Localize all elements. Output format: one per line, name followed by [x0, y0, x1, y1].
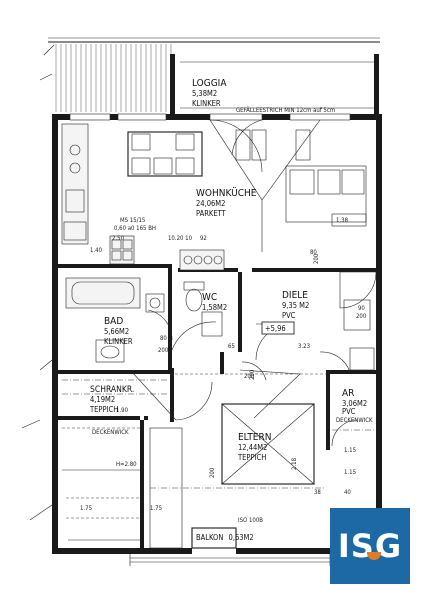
dim-200d: 200: [249, 369, 256, 380]
loggia-doors: [209, 119, 321, 252]
eltern-area: 12,44M2: [238, 443, 267, 452]
schrankr-floor: TEPPICH: [89, 405, 118, 414]
dim-115a: 1.15: [344, 447, 356, 454]
toilet: [147, 281, 223, 351]
dim-1020: 10.20 10: [168, 235, 193, 242]
bad-name: BAD: [104, 316, 123, 327]
dim-115b: 1.15: [344, 469, 356, 476]
dim-200b: 200: [356, 313, 367, 320]
dim-200a: 200: [313, 253, 320, 264]
loggia-area: 5,38M2: [192, 89, 217, 98]
isg-logo-accent: [367, 552, 381, 560]
loggia-note: GEFÄLLEESTRICH MIN 12cm auf 5cm: [236, 107, 335, 114]
wohnkueche-area: 24,06M2: [196, 199, 225, 208]
wohnkueche-note1: MS 15/15: [120, 217, 145, 224]
dim-200c: 200: [158, 347, 169, 354]
dim-200f: 200: [244, 373, 255, 380]
diele-level: +5,96: [265, 324, 286, 333]
deckenwick-1: DECKENWICK: [92, 429, 129, 436]
bed: [149, 369, 326, 549]
eltern-name: ELTERN: [238, 432, 271, 443]
ar-name: AR: [342, 388, 354, 399]
wc-area: 1,58M2: [202, 303, 227, 312]
stove: [179, 249, 225, 271]
height-280: H=2.80: [116, 461, 137, 468]
dimension-labels: 1.38 1.40 2.50 10.20 10 92 200 80 90 200…: [80, 217, 373, 524]
balkon-label: BALKON 0,63M2: [196, 533, 254, 542]
dim-218: 2.18: [291, 457, 298, 470]
loggia-name: LOGGIA: [192, 78, 227, 89]
diele-name: DIELE: [282, 290, 308, 301]
dim-iso: ISO 100B: [238, 517, 263, 524]
ar-floor: PVC: [342, 407, 356, 416]
wohnkueche-floor: PARKETT: [196, 209, 227, 218]
diele-floor: PVC: [282, 311, 296, 320]
dim-200e: 200: [209, 467, 216, 478]
dim-250: 2.50: [112, 235, 125, 242]
dim-80a: 80: [310, 249, 317, 256]
dim-65: 65: [228, 343, 235, 350]
eltern-floor: TEPPICH: [237, 453, 266, 462]
ar-area: 3,06M2: [342, 399, 367, 408]
wohnkueche-name: WOHNKÜCHE: [196, 186, 257, 199]
dim-175b: 1.75: [150, 505, 162, 512]
dim-90: 90: [358, 305, 365, 312]
room-labels: LOGGIA 5,38M2 KLINKER GEFÄLLEESTRICH MIN…: [89, 78, 367, 542]
dim-323: 3.23: [298, 343, 310, 350]
dim-138: 1.38: [336, 217, 349, 224]
loggia-floor: KLINKER: [192, 99, 221, 108]
dim-175a: 1.75: [80, 505, 92, 512]
balkon-area: 0,63M2: [229, 533, 254, 542]
wohnkueche-note2: 0,60 a0 165 BH: [114, 225, 156, 232]
schrankr-area: 4,19M2: [90, 395, 115, 404]
deckenwick-2: DECKENWICK: [336, 417, 373, 424]
dining-table: [127, 131, 203, 177]
loggia-railing: [39, 37, 380, 112]
schrankraum: [62, 371, 213, 429]
bad-area: 5,66M2: [104, 327, 129, 336]
schrankr-name: SCHRANKR.: [90, 385, 134, 395]
balkon-name: BALKON: [196, 533, 223, 542]
kitchen-counter: [61, 123, 135, 265]
sofa: [285, 165, 367, 227]
dim-40: 40: [344, 489, 351, 496]
dim-92: 92: [200, 235, 207, 242]
dim-38: 38: [314, 489, 321, 496]
isg-logo: ISG: [330, 508, 410, 584]
wc-name: WC: [202, 292, 217, 303]
diele-area: 9,35 M2: [282, 301, 309, 310]
dim-80b: 80: [160, 335, 167, 342]
ar-storage: [331, 347, 376, 447]
bathtub: [65, 277, 165, 363]
lower-left-details: [21, 359, 140, 541]
bad-floor: KLINKER: [104, 337, 133, 346]
dim-190: 1.90: [116, 407, 129, 414]
dim-140: 1.40: [90, 247, 103, 254]
